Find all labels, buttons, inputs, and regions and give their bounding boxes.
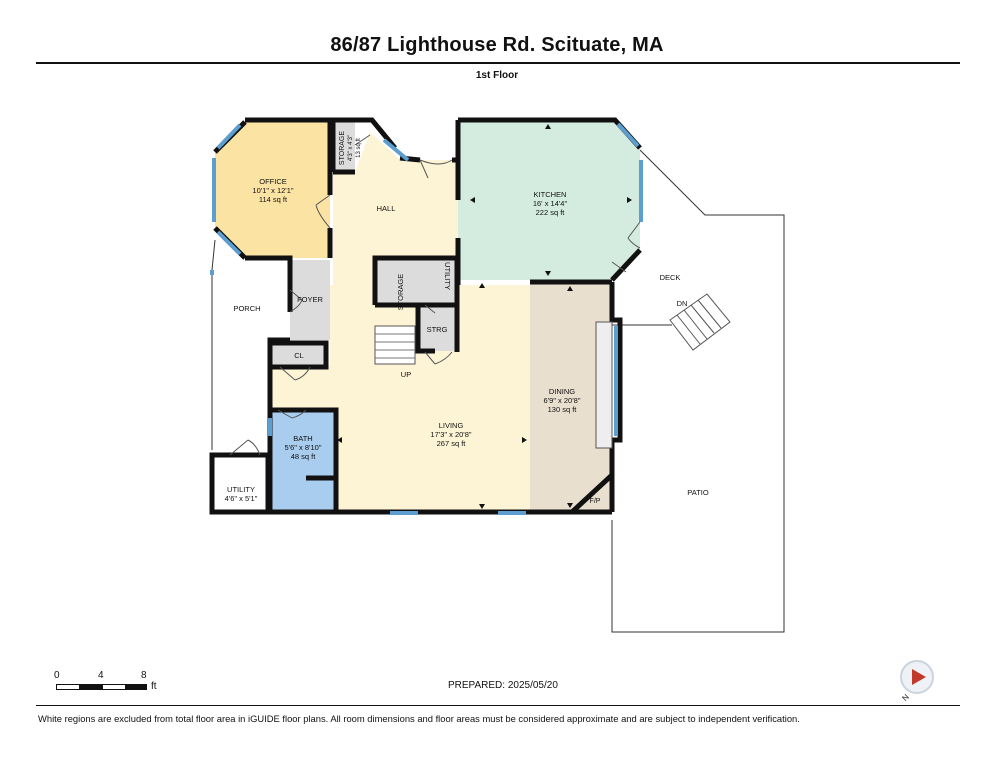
- kitchen-label: KITCHEN: [534, 190, 567, 199]
- bath-dims: 5'6" x 8'10": [285, 443, 322, 452]
- bath-area: 48 sq ft: [291, 452, 317, 461]
- prepared-date: PREPARED: 2025/05/20: [448, 680, 558, 691]
- strg-room: [418, 306, 456, 351]
- foyer-room: [290, 260, 330, 340]
- kitchen-area: 222 sq ft: [536, 208, 566, 217]
- plan-title: 86/87 Lighthouse Rd. Scituate, MA: [330, 34, 664, 56]
- living-area: 267 sq ft: [437, 439, 467, 448]
- fireplace-hearth: [595, 321, 613, 449]
- hall-label: HALL: [377, 204, 396, 213]
- disclaimer-text: White regions are excluded from total fl…: [38, 713, 800, 724]
- floor-label: 1st Floor: [475, 70, 519, 81]
- storage-mid-room: [375, 260, 435, 305]
- bath-label: BATH: [293, 434, 312, 443]
- utility-low-room: [212, 455, 268, 512]
- utility-low-dims: 4'6" x 5'1": [225, 494, 258, 503]
- scale-tick-8: 8: [141, 670, 147, 681]
- storage-top-dims: 4'3" x 4'3": [348, 135, 354, 161]
- dining-area: 130 sq ft: [548, 405, 578, 414]
- deck-label: DECK: [660, 273, 681, 282]
- office-dims: 10'1" x 12'1": [252, 186, 293, 195]
- fp-label: F/P: [590, 498, 601, 505]
- utility-mid-room: [435, 260, 455, 305]
- stair-treads: [375, 333, 415, 359]
- scale-segment: [125, 684, 147, 690]
- office-label: OFFICE: [259, 177, 287, 186]
- scale-bar: 0 4 8 ft: [52, 670, 172, 696]
- cl-label: CL: [294, 351, 304, 360]
- dn-label: DN: [677, 299, 688, 308]
- dining-label: DINING: [549, 387, 575, 396]
- storage-mid-label: STORAGE: [396, 274, 405, 311]
- office-room: [215, 122, 330, 258]
- bath-room: [270, 410, 336, 512]
- living-label: LIVING: [439, 421, 464, 430]
- dimension-arrows: [337, 124, 632, 509]
- door-swings: [229, 134, 641, 456]
- scale-segment: [102, 684, 126, 690]
- living-room: [270, 285, 530, 512]
- porch-label: PORCH: [233, 304, 260, 313]
- deck-patio-outline: [611, 149, 785, 633]
- strg-label: STRG: [427, 325, 448, 334]
- storage-top-room: [333, 122, 355, 172]
- deck-stairs: [669, 293, 731, 351]
- up-label: UP: [401, 370, 411, 379]
- scale-unit: ft: [151, 681, 157, 692]
- foyer-label: FOYER: [297, 295, 323, 304]
- utility-low-label: UTILITY: [227, 485, 255, 494]
- room-labels: OFFICE 10'1" x 12'1" 114 sq ft STORAGE 4…: [225, 131, 709, 505]
- kitchen-dims: 16' x 14'4": [533, 199, 568, 208]
- dining-dims: 6'9" x 20'8": [544, 396, 581, 405]
- windows: [210, 122, 643, 515]
- scale-tick-0: 0: [54, 670, 60, 681]
- living-dims: 17'3" x 20'8": [430, 430, 471, 439]
- walls: [209, 117, 642, 515]
- compass-icon: N: [900, 660, 934, 703]
- storage-top-area: 13 sq ft: [356, 138, 362, 158]
- kitchen-room: [458, 120, 640, 280]
- utility-mid-label: UTILITY: [443, 262, 452, 290]
- scale-segment: [56, 684, 80, 690]
- office-area: 114 sq ft: [259, 195, 288, 204]
- patio-label: PATIO: [687, 488, 709, 497]
- hall-room: [333, 132, 458, 285]
- storage-top-label: STORAGE: [339, 131, 346, 165]
- cl-room: [272, 343, 326, 367]
- compass-label: N: [900, 692, 911, 703]
- footer-divider: [36, 705, 960, 706]
- scale-segment: [79, 684, 103, 690]
- scale-tick-4: 4: [98, 670, 104, 681]
- title-divider: [36, 62, 960, 64]
